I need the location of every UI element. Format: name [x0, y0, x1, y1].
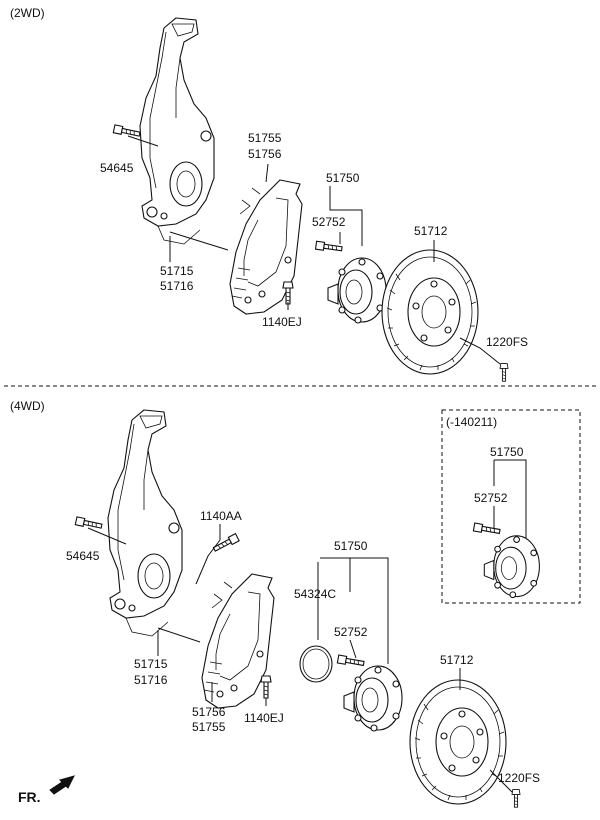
label-54324c-4wd: 54324C	[294, 587, 336, 601]
label-1220fs-4wd: 1220FS	[498, 771, 540, 785]
label-51750-inset: 51750	[490, 445, 524, 459]
bolt-52752-2wd	[314, 240, 343, 254]
label-51756-2wd: 51756	[248, 147, 282, 161]
label-51756-4wd: 51756	[192, 705, 226, 719]
section-title-4wd: (4WD)	[10, 399, 45, 413]
label-51755-2wd: 51755	[248, 131, 282, 145]
brake-disc-4wd	[409, 679, 507, 805]
knuckle-4wd	[107, 409, 183, 637]
label-1140ej-2wd: 1140EJ	[262, 315, 302, 329]
screw-1140ej-4wd	[260, 675, 272, 699]
label-51716-4wd: 51716	[134, 673, 168, 687]
label-1140ej-4wd: 1140EJ	[244, 711, 284, 725]
hub-bearing-4wd	[343, 665, 403, 732]
label-54645-4wd: 54645	[66, 549, 100, 563]
hub-bearing-2wd	[327, 257, 387, 324]
label-51712-4wd: 51712	[440, 653, 474, 667]
label-54645-2wd: 54645	[100, 161, 134, 175]
oring-54324c-4wd	[299, 645, 333, 683]
label-1140aa-4wd: 1140AA	[200, 509, 242, 523]
bolt-52752-inset	[472, 522, 501, 536]
inset-box	[441, 409, 581, 604]
dust-shield-2wd	[229, 179, 303, 315]
dust-shield-4wd	[201, 573, 275, 709]
label-51712-2wd: 51712	[414, 224, 448, 238]
bolt-1140aa-4wd	[211, 533, 240, 554]
section-title-2wd: (2WD)	[10, 6, 45, 20]
screw-1220fs-4wd	[511, 789, 521, 808]
label-51715-4wd: 51715	[134, 657, 168, 671]
front-direction-label: FR.	[18, 789, 41, 805]
knuckle-2wd	[139, 17, 215, 245]
screw-1220fs-2wd	[499, 363, 509, 382]
bolt-54645-2wd	[112, 124, 141, 139]
label-51750-4wd: 51750	[334, 539, 368, 553]
label-52752-2wd: 52752	[312, 215, 346, 229]
hub-bearing-inset	[483, 535, 540, 599]
label-52752-4wd: 52752	[334, 625, 368, 639]
front-direction-arrow-icon	[49, 775, 75, 795]
label-52752-inset: 52752	[474, 491, 508, 505]
bolt-52752-4wd	[336, 654, 365, 668]
label-51750-2wd: 51750	[326, 171, 360, 185]
label-51716-2wd: 51716	[160, 279, 194, 293]
label-51715-2wd: 51715	[160, 264, 194, 278]
inset-title: (-140211)	[446, 415, 497, 429]
label-51755-4wd: 51755	[192, 720, 226, 734]
brake-disc-2wd	[381, 249, 479, 375]
label-1220fs-2wd: 1220FS	[486, 335, 528, 349]
